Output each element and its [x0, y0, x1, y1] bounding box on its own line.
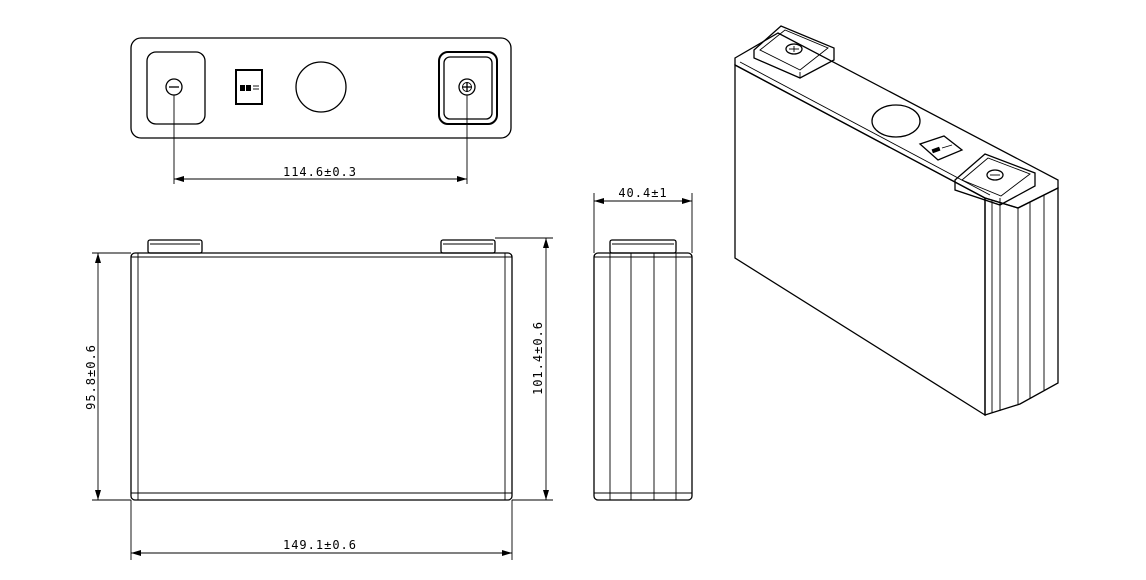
label-plate: [235, 69, 263, 105]
plus-icon: [458, 78, 476, 96]
positive-terminal: [438, 51, 498, 125]
dimension-terminal-spacing-label: 114.6±0.3: [283, 165, 357, 179]
iso-label-plate: [918, 135, 964, 161]
dimension-body-height-label: 95.8±0.6: [84, 344, 98, 410]
front-body-outline: [130, 252, 513, 501]
top-view: 114.6±0.3: [130, 37, 512, 184]
dimension-thickness: 40.4±1: [594, 186, 692, 204]
minus-icon: [165, 78, 183, 96]
iso-positive-terminal: [753, 25, 835, 79]
side-view: 40.4±1: [593, 186, 693, 501]
front-negative-terminal: [147, 239, 203, 254]
iso-front-face: [734, 63, 986, 417]
safety-vent: [295, 61, 347, 113]
front-view: 95.8±0.6 101.4±0.6 149.1±0.6: [84, 237, 553, 560]
negative-terminal-pad: [146, 51, 206, 125]
iso-side-face: [984, 186, 1059, 416]
minus-icon: [986, 169, 1004, 181]
front-positive-terminal: [440, 239, 496, 254]
dimension-total-height-label: 101.4±0.6: [531, 321, 545, 395]
iso-safety-vent: [871, 104, 921, 138]
negative-terminal: [146, 51, 206, 125]
side-body-outline: [593, 252, 693, 501]
isometric-view: [734, 25, 1059, 417]
dimension-width: 149.1±0.6: [131, 538, 512, 556]
dimension-body-height: 95.8±0.6: [84, 253, 101, 500]
top-view-outline: [130, 37, 512, 139]
dimension-total-height: 101.4±0.6: [531, 238, 549, 500]
plus-icon: [785, 43, 803, 55]
side-terminal: [609, 239, 677, 254]
dimension-terminal-spacing: 114.6±0.3: [174, 165, 467, 182]
iso-top-face: [734, 32, 1059, 209]
dimension-width-label: 149.1±0.6: [283, 538, 357, 552]
dimension-thickness-label: 40.4±1: [618, 186, 667, 200]
iso-negative-terminal: [954, 153, 1036, 206]
positive-terminal-pad: [438, 51, 498, 125]
label-plate-outline: [235, 69, 263, 105]
